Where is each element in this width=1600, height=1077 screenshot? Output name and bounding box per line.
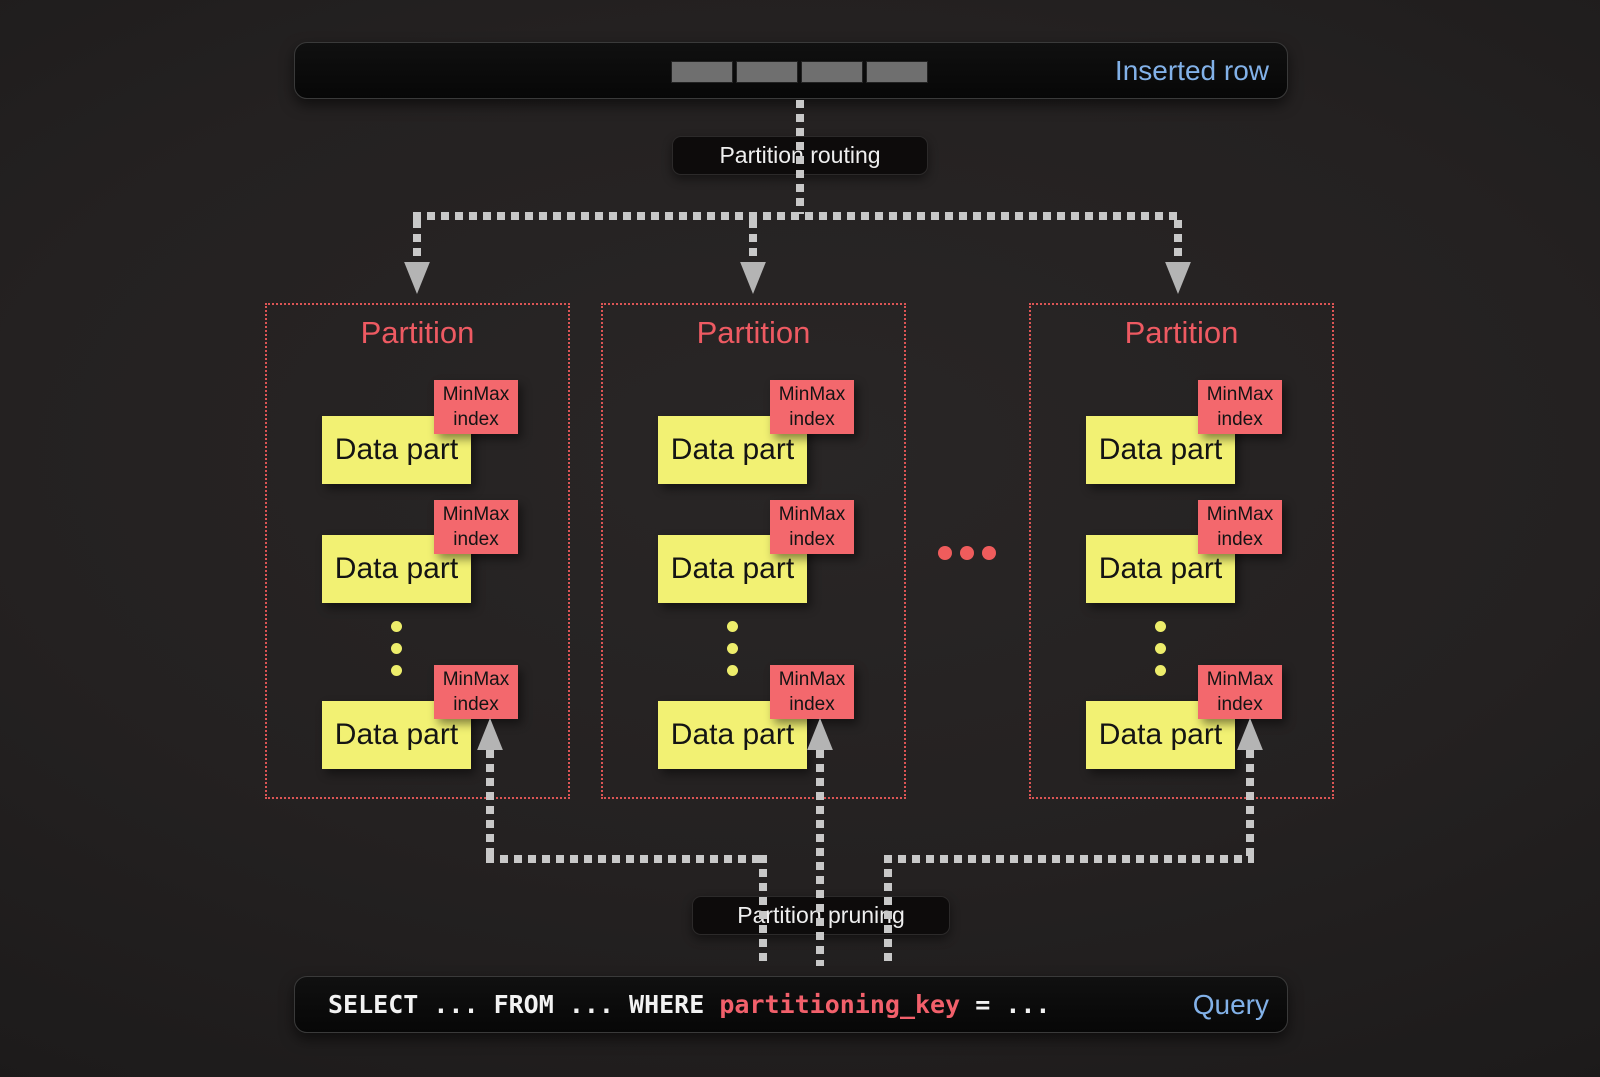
- sql-prefix: SELECT ... FROM ... WHERE: [328, 990, 720, 1019]
- branch-stub-center: [749, 220, 757, 262]
- row-segment: [736, 61, 798, 83]
- pruning-dropper-right: [884, 855, 892, 966]
- arrow-down-icon: [740, 262, 766, 294]
- branch-stub-right: [1174, 220, 1182, 262]
- row-segment: [866, 61, 928, 83]
- more-parts-ellipsis: [1149, 621, 1171, 676]
- more-partitions-ellipsis: [938, 546, 996, 560]
- minmax-index-tag: MinMax index: [770, 665, 854, 719]
- inserted-row-label: Inserted row: [1114, 54, 1269, 86]
- minmax-index-tag: MinMax index: [770, 500, 854, 554]
- routing-line-vertical: [796, 100, 804, 214]
- minmax-index-tag: MinMax index: [1198, 665, 1282, 719]
- minmax-index-tag: MinMax index: [434, 380, 518, 434]
- branch-stub-left: [413, 220, 421, 262]
- partition-box-1: Partition MinMax index Data part MinMax …: [265, 303, 570, 799]
- row-segment: [801, 61, 863, 83]
- pruning-connector-right: [884, 855, 1254, 863]
- pruning-connector-left: [486, 855, 767, 863]
- query-bar: SELECT ... FROM ... WHERE partitioning_k…: [294, 976, 1288, 1033]
- more-parts-ellipsis: [385, 621, 407, 676]
- pruning-stem-center: [816, 750, 824, 966]
- pruning-stem-right: [1246, 750, 1254, 858]
- arrow-down-icon: [404, 262, 430, 294]
- pruning-dropper-left: [759, 855, 767, 966]
- query-label: Query: [1192, 988, 1269, 1020]
- sql-partitioning-key: partitioning_key: [719, 990, 961, 1019]
- minmax-index-tag: MinMax index: [1198, 380, 1282, 434]
- arrow-down-icon: [1165, 262, 1191, 294]
- pruning-stem-left: [486, 750, 494, 858]
- inserted-row-segments: [671, 61, 928, 83]
- minmax-index-tag: MinMax index: [770, 380, 854, 434]
- sql-text: SELECT ... FROM ... WHERE partitioning_k…: [328, 977, 1050, 1032]
- minmax-index-tag: MinMax index: [434, 500, 518, 554]
- inserted-row-bar: Inserted row: [294, 42, 1288, 99]
- more-parts-ellipsis: [721, 621, 743, 676]
- minmax-index-tag: MinMax index: [434, 665, 518, 719]
- sql-suffix: = ...: [960, 990, 1051, 1019]
- minmax-index-tag: MinMax index: [1198, 500, 1282, 554]
- row-segment: [671, 61, 733, 83]
- partition-box-3: Partition MinMax index Data part MinMax …: [1029, 303, 1334, 799]
- partition-box-2: Partition MinMax index Data part MinMax …: [601, 303, 906, 799]
- partition-title: Partition: [360, 315, 475, 350]
- partition-title: Partition: [1124, 315, 1239, 350]
- partition-title: Partition: [696, 315, 811, 350]
- data-part-box: Data part: [322, 416, 471, 484]
- branch-line-horizontal: [413, 212, 1182, 220]
